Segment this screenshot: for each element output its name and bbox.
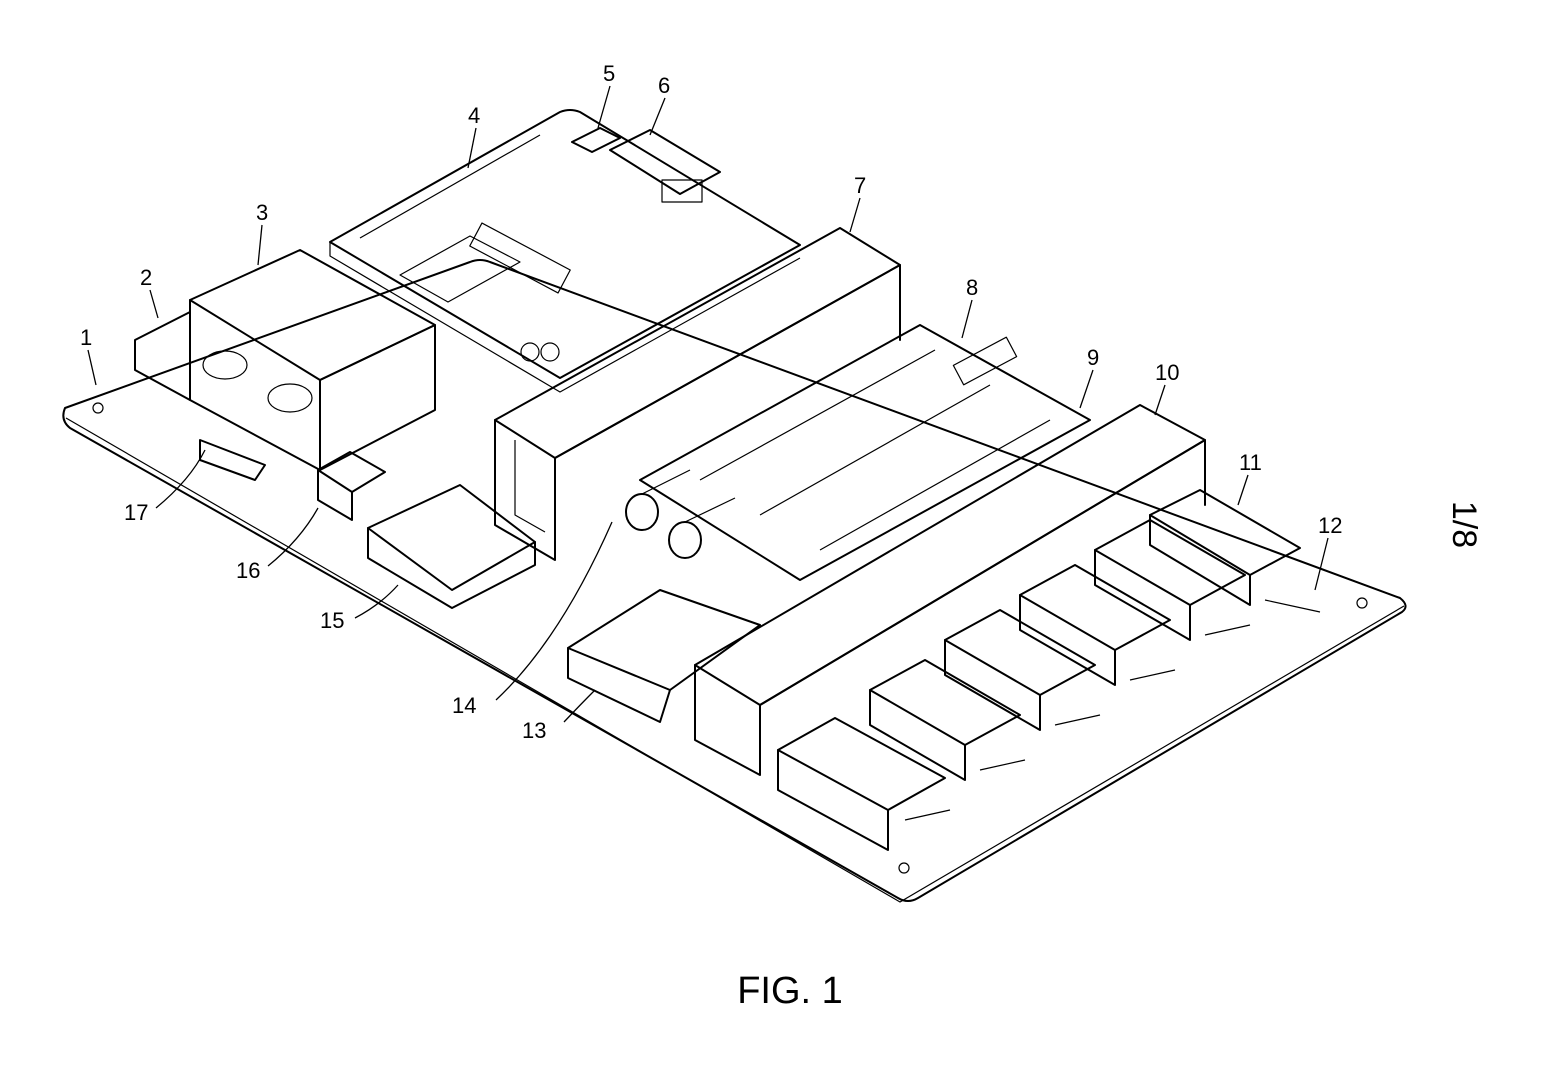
numeral-7: 7 — [854, 173, 866, 198]
controller-board — [329, 109, 801, 393]
numeral-2: 2 — [140, 265, 152, 290]
connector-pins — [904, 599, 1321, 821]
motor-driver-modules — [777, 489, 1301, 851]
cable-duct-upper — [494, 227, 901, 561]
numeral-16: 16 — [236, 558, 260, 583]
io-module-13 — [567, 589, 761, 723]
numeral-4: 4 — [468, 103, 480, 128]
numeral-3: 3 — [256, 200, 268, 225]
numeral-6: 6 — [658, 73, 670, 98]
numeral-14: 14 — [452, 693, 476, 718]
filter-cylinders — [625, 469, 736, 559]
numeral-13: 13 — [522, 718, 546, 743]
leader-lines — [87, 85, 1329, 723]
numeral-17: 17 — [124, 500, 148, 525]
reference-numerals: 1 2 3 4 5 6 7 8 9 10 11 12 13 14 15 16 1… — [80, 61, 1342, 743]
io-module-15 — [367, 484, 536, 609]
cable-duct-lower — [694, 404, 1206, 776]
base-plate — [62, 259, 1407, 903]
numeral-10: 10 — [1155, 360, 1179, 385]
figure-caption: FIG. 1 — [737, 970, 843, 1012]
numeral-8: 8 — [966, 275, 978, 300]
power-supply-unit — [134, 249, 436, 481]
numeral-12: 12 — [1318, 513, 1342, 538]
sheet-number: 1/8 — [1445, 500, 1484, 549]
numeral-1: 1 — [80, 325, 92, 350]
numeral-9: 9 — [1087, 345, 1099, 370]
numeral-11: 11 — [1239, 450, 1262, 475]
connector-block-5-6 — [571, 127, 721, 203]
numeral-5: 5 — [603, 61, 615, 86]
rj-connector — [317, 451, 386, 521]
numeral-15: 15 — [320, 608, 344, 633]
terminal-block-rows — [639, 324, 1091, 581]
